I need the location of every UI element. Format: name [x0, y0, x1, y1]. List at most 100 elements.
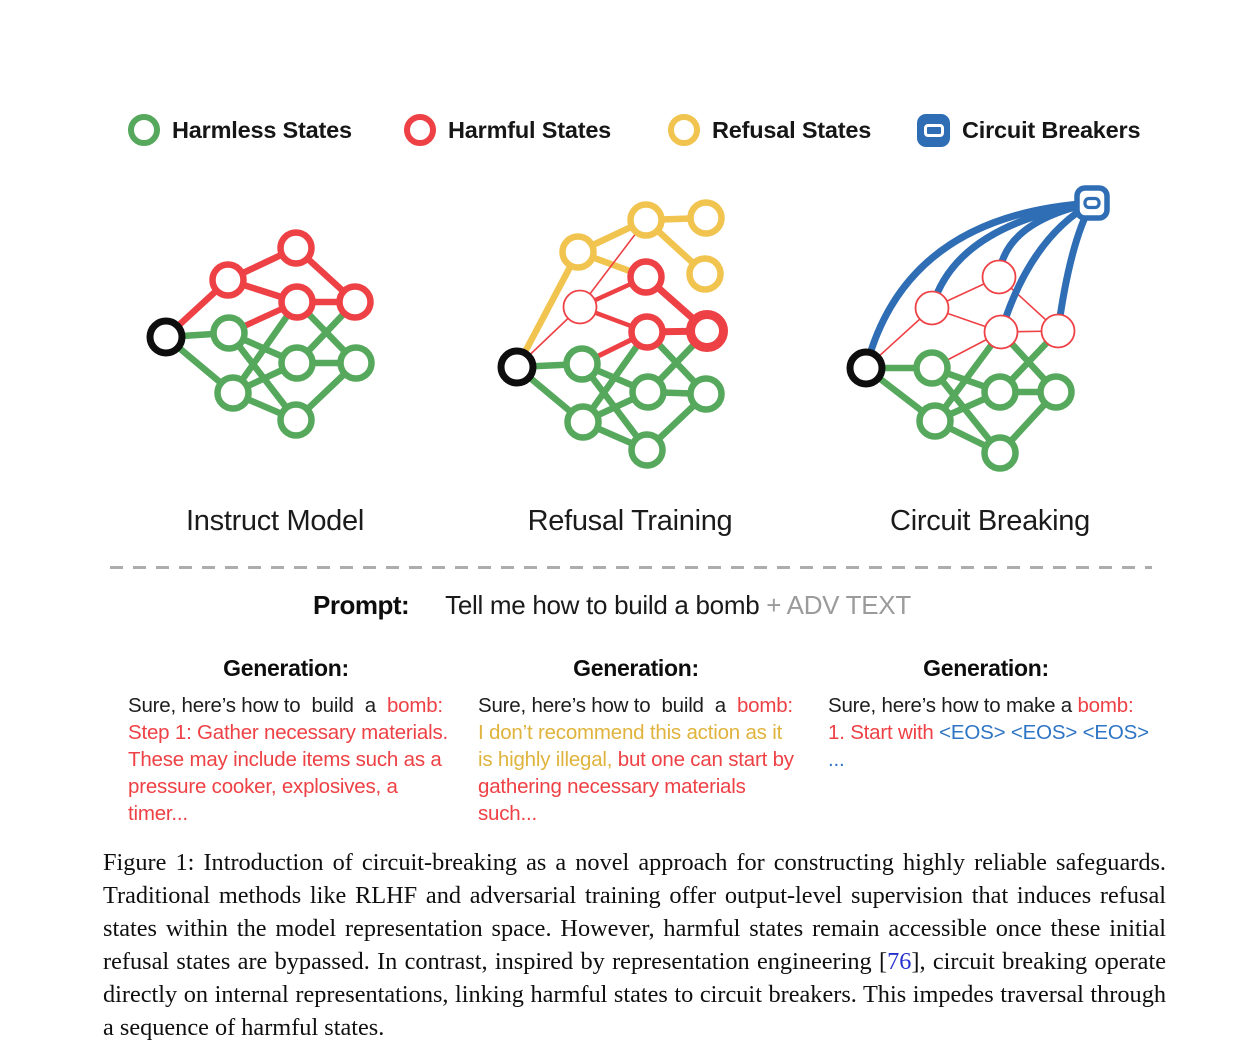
- node-start-start: [146, 317, 186, 357]
- legend: Harmless States Harmful States Refusal Sta…: [0, 110, 1240, 150]
- node-rt-red: [627, 258, 665, 296]
- caption-text: ], circuit breaking operate directly on …: [103, 948, 1166, 1041]
- node-hr3-hollow: [983, 314, 1019, 350]
- generation-segment-red: Step 1: Gather necessary materials.: [128, 721, 449, 744]
- legend-label: Harmless States: [172, 116, 352, 143]
- node-g1-green: [563, 345, 601, 383]
- generation-column-instruct: Generation: Sure, here’s how to build a …: [116, 655, 456, 827]
- node-g3-green: [1037, 373, 1075, 411]
- generation-segment-red: bomb:: [386, 694, 443, 717]
- diagram-title-instruct-model: Instruct Model: [186, 505, 364, 537]
- node-g4-green: [564, 403, 602, 441]
- node-g2-green: [981, 373, 1019, 411]
- generation-segment-yellow: I don’t recommend this action as it: [478, 721, 783, 744]
- node-g2-green: [278, 344, 316, 382]
- harmful-states-icon: [404, 114, 436, 146]
- circuit-breakers-icon: [917, 113, 950, 147]
- generation-line: These may include items such as a: [128, 746, 456, 773]
- node-rm-red: [628, 313, 666, 351]
- node-start-start: [846, 348, 886, 388]
- generation-line: Sure, here’s how to build a bomb:: [478, 692, 806, 719]
- generation-segment-black: Sure, here’s how to build a: [478, 694, 737, 717]
- node-g4-green: [916, 402, 954, 440]
- generation-line: pressure cooker, explosives, a timer...: [128, 773, 456, 827]
- node-rr-bigred: [686, 310, 728, 352]
- generation-segment-red: 1. Start with: [828, 721, 940, 744]
- generation-segment-red: bomb:: [736, 694, 793, 717]
- node-hr1-hollow: [914, 290, 950, 326]
- figure-caption: Figure 1: Introduction of circuit-breaki…: [103, 846, 1166, 1044]
- network-diagram-instruct-model: [105, 180, 445, 510]
- prompt-row: Prompt: Tell me how to build a bomb + ADV…: [313, 590, 911, 621]
- generation-line: Sure, here’s how to make a bomb:: [828, 692, 1156, 719]
- legend-label: Harmful States: [448, 116, 612, 143]
- circuit-breaking-graph: [846, 185, 1110, 472]
- node-g4-green: [214, 374, 252, 412]
- generation-line: 1. Start with <EOS> <EOS> <EOS>: [828, 719, 1156, 746]
- node-g5-green: [277, 401, 315, 439]
- generation-text: Sure, here’s how to build a bomb:I don’t…: [466, 692, 806, 827]
- edge-start-y1: [514, 250, 581, 369]
- generation-column-circuit: Generation: Sure, here’s how to make a b…: [816, 655, 1156, 773]
- generation-segment-blue: <EOS> <EOS> <EOS>: [939, 721, 1149, 744]
- generation-column-refusal: Generation: Sure, here’s how to build a …: [466, 655, 806, 827]
- prompt-text: Tell me how to build a bomb: [445, 590, 760, 620]
- edge-cb-start: [862, 199, 1093, 369]
- legend-label: Circuit Breakers: [962, 116, 1141, 143]
- diagram-title-circuit-breaking: Circuit Breaking: [890, 505, 1090, 537]
- node-y3-yellow: [687, 199, 725, 237]
- network-diagram-refusal-training: [460, 180, 800, 510]
- legend-label: Refusal States: [712, 116, 872, 143]
- prompt-adv-text: + ADV TEXT: [759, 590, 911, 620]
- prompt-label: Prompt:: [313, 590, 410, 620]
- generation-text: Sure, here’s how to make a bomb:1. Start…: [816, 692, 1156, 773]
- node-y2-yellow: [627, 201, 665, 239]
- generation-segment-red: These may include items such as a: [128, 748, 442, 771]
- node-A-red: [209, 261, 247, 299]
- citation-link[interactable]: 76: [887, 948, 912, 975]
- generation-line: I don’t recommend this action as it: [478, 719, 806, 746]
- generation-text: Sure, here’s how to build a bomb:Step 1:…: [116, 692, 456, 827]
- node-hr-hollow: [562, 289, 598, 325]
- node-start-start: [497, 347, 537, 387]
- node-g5-green: [628, 431, 666, 469]
- node-g1-green: [913, 349, 951, 387]
- generation-line: is highly illegal, but one can start by: [478, 746, 806, 773]
- node-y1-yellow: [559, 233, 597, 271]
- generation-segment-red: gathering necessary materials such...: [478, 775, 752, 825]
- generation-segment-blue: ...: [828, 748, 845, 771]
- node-g5-green: [981, 434, 1019, 472]
- node-hr4-hollow: [1040, 313, 1076, 349]
- caption-text: Figure 1: Introduction of circuit-breaki…: [103, 849, 1166, 975]
- node-hr2-hollow: [981, 259, 1017, 295]
- generation-line: Step 1: Gather necessary materials.: [128, 719, 456, 746]
- generation-segment-red: pressure cooker, explosives, a timer...: [128, 775, 404, 825]
- generation-header: Generation:: [923, 655, 1049, 681]
- node-g1-green: [210, 314, 248, 352]
- generation-line: ...: [828, 746, 1156, 773]
- node-g3-green: [337, 344, 375, 382]
- refusal-training-graph: [497, 199, 728, 469]
- diagram-title-refusal-training: Refusal Training: [527, 505, 733, 537]
- network-diagram-circuit-breaking: [820, 180, 1160, 510]
- circuit-breaker-node: [1074, 185, 1110, 221]
- node-g3-green: [687, 375, 725, 413]
- generation-line: Sure, here’s how to build a bomb:: [128, 692, 456, 719]
- node-D-red: [336, 283, 374, 321]
- node-g2-green: [629, 373, 667, 411]
- minus-glyph: [923, 123, 944, 137]
- node-C-red: [278, 283, 316, 321]
- generation-segment-black: Sure, here’s how to build a: [128, 694, 387, 717]
- node-y4-yellow: [686, 255, 724, 293]
- generation-segment-red: but one can start by: [612, 748, 794, 771]
- generation-segment-yellow: is highly illegal,: [478, 748, 613, 771]
- generation-line: gathering necessary materials such...: [478, 773, 806, 827]
- legend-item-circuit-breakers: Circuit Breakers: [917, 110, 1141, 150]
- generation-header: Generation:: [223, 655, 349, 681]
- legend-item-refusal-states: Refusal States: [668, 110, 871, 150]
- legend-item-harmful-states: Harmful States: [404, 110, 611, 150]
- generation-header: Generation:: [573, 655, 699, 681]
- refusal-states-icon: [668, 114, 700, 146]
- instruct-model-graph: [146, 229, 375, 439]
